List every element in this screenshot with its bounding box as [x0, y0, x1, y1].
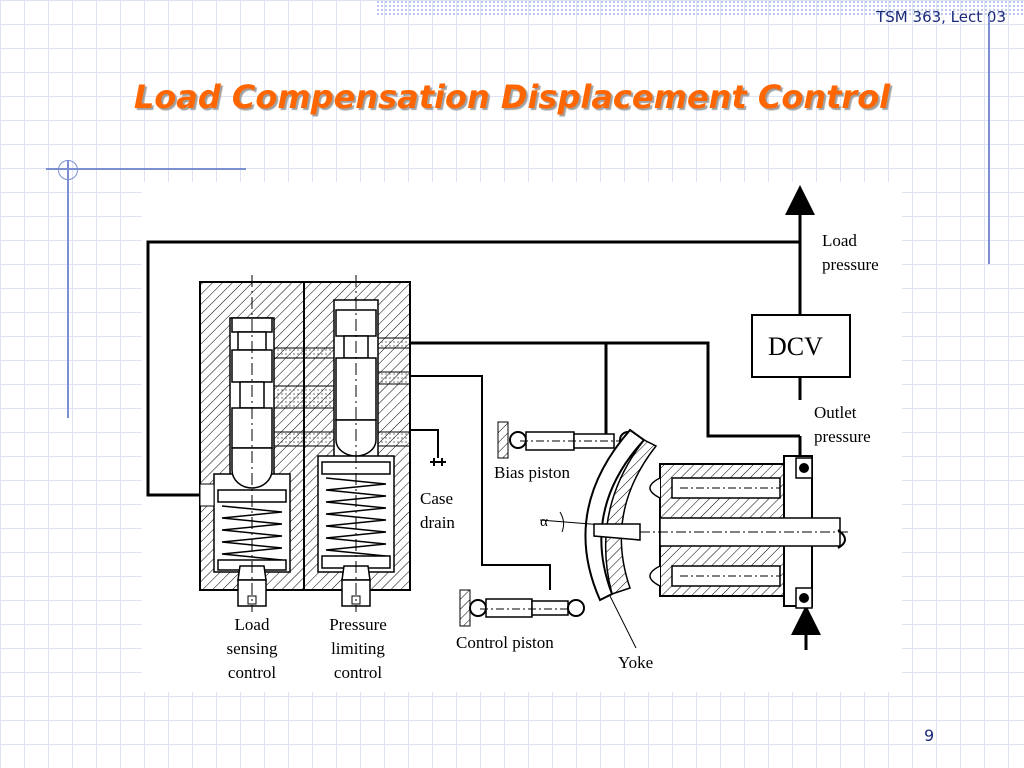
- yoke-label: Yoke: [618, 653, 653, 672]
- left-vertical-rule: [67, 160, 69, 418]
- load-sensing-label-3: control: [228, 663, 276, 682]
- pressure-limiting-label-3: control: [334, 663, 382, 682]
- case-drain-label-2: drain: [420, 513, 455, 532]
- yoke: [539, 428, 658, 602]
- load-sense-line: [146, 240, 802, 497]
- outlet-pressure-label-1: Outlet: [814, 403, 857, 422]
- control-valve-block: [199, 275, 411, 612]
- outlet-pressure-line: [410, 341, 800, 438]
- load-sensing-label-1: Load: [235, 615, 270, 634]
- top-decorative-band: [376, 0, 1024, 16]
- control-piston-label: Control piston: [456, 633, 554, 652]
- load-pressure-label-1: Load: [822, 231, 857, 250]
- bias-piston-label: Bias piston: [494, 463, 571, 482]
- left-horizontal-rule: [46, 168, 246, 170]
- outlet-pressure-label-2: pressure: [814, 427, 871, 446]
- right-vertical-rule: [988, 16, 990, 264]
- case-drain-line: [410, 429, 439, 458]
- course-tag: TSM 363, Lect 03: [876, 8, 1006, 26]
- page-number: 9: [924, 726, 935, 745]
- circle-ornament: [58, 160, 78, 180]
- alpha-label: α: [540, 514, 548, 530]
- load-sensing-label-2: sensing: [227, 639, 279, 658]
- dcv-label: DCV: [768, 332, 823, 361]
- pressure-limiting-label-1: Pressure: [329, 615, 387, 634]
- case-drain-label-1: Case: [420, 489, 453, 508]
- rotation-icon: [837, 529, 846, 549]
- dcv-box: [751, 314, 851, 378]
- pressure-limiting-label-2: limiting: [331, 639, 385, 658]
- hydraulic-lines: [146, 240, 802, 590]
- slide-title: Load Compensation Displacement Control: [133, 78, 891, 116]
- load-pressure-label-2: pressure: [822, 255, 879, 274]
- control-piston: [459, 589, 585, 627]
- control-piston-feed: [410, 375, 551, 590]
- yoke-leader: [609, 595, 637, 649]
- pump-body: [593, 455, 850, 609]
